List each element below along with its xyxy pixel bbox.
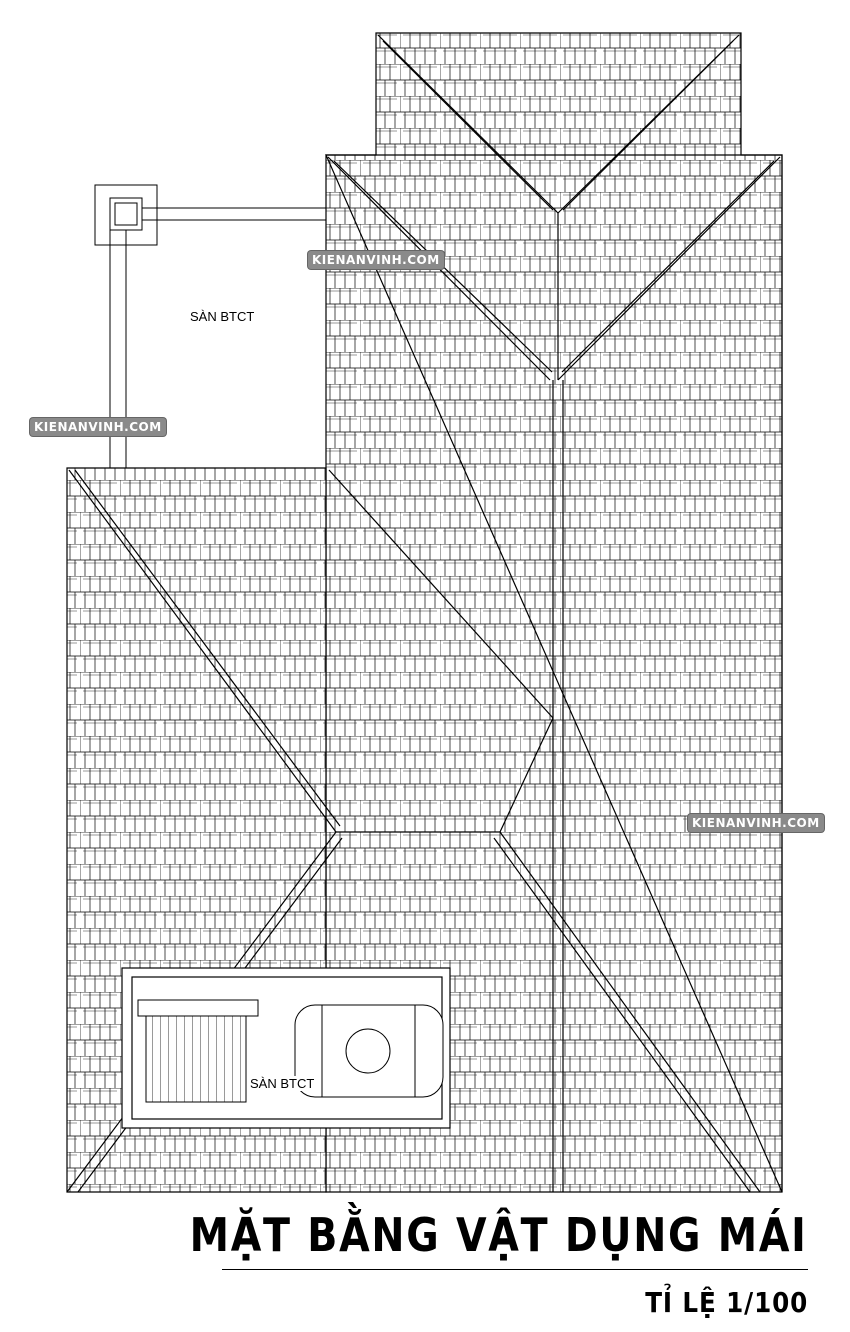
- watermark-2: KIENANVINH.COM: [30, 418, 166, 436]
- drawing-title: MẶT BẰNG VẬT DỤNG MÁI: [190, 1208, 808, 1262]
- water-tank: [294, 1004, 444, 1098]
- upper-slab-label: SÀN BTCT: [190, 309, 255, 324]
- solar-water-heater: [137, 999, 259, 1103]
- watermark-1: KIENANVINH.COM: [308, 251, 444, 269]
- watermark-3: KIENANVINH.COM: [688, 814, 824, 832]
- lower-slab-label: SÀN BTCT: [250, 1076, 315, 1091]
- drawing-scale: TỈ LỆ 1/100: [645, 1286, 808, 1319]
- title-underline: [222, 1269, 808, 1270]
- right-wing-edge: [325, 154, 783, 1193]
